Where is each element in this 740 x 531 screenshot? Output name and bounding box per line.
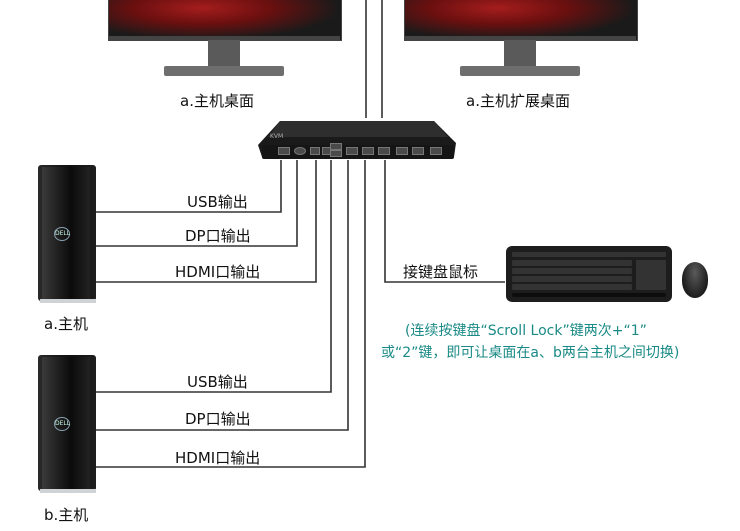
cable-a-usb xyxy=(96,160,282,213)
computer-a-label: a.主机 xyxy=(44,315,88,333)
peripheral-label: 接键盘鼠标 xyxy=(403,263,479,281)
cable-b-hdmi xyxy=(96,160,366,468)
cable-a-hdmi-label: HDMI口输出 xyxy=(175,263,261,281)
monitor-left xyxy=(108,0,342,80)
cable-b-usb xyxy=(96,160,332,393)
cable-a-hdmi xyxy=(96,160,317,283)
dell-logo-icon: DELL xyxy=(54,417,70,431)
dell-logo-icon: DELL xyxy=(54,227,70,241)
computer-b: DELL xyxy=(38,355,96,495)
switch-note-line-1: (连续按键盘“Scroll Lock”键两次+“1” xyxy=(405,323,647,339)
cable-peripheral xyxy=(384,160,505,283)
cable-a-usb-label: USB输出 xyxy=(187,193,248,211)
cable-a-dp-label: DP口输出 xyxy=(185,227,251,245)
monitor-left-label: a.主机桌面 xyxy=(180,92,254,110)
cable-b-dp xyxy=(96,160,349,431)
switch-note-line-2: 或“2”键，即可让桌面在a、b两台主机之间切换) xyxy=(381,345,680,361)
monitor-right-screen xyxy=(404,0,638,41)
monitor-right-label: a.主机扩展桌面 xyxy=(466,92,570,110)
monitor-left-screen xyxy=(108,0,342,41)
computer-a: DELL xyxy=(38,165,96,305)
computer-b-label: b.主机 xyxy=(44,506,89,524)
monitor-right xyxy=(404,0,638,80)
keyboard xyxy=(506,246,672,302)
kvm-switch: KVM xyxy=(258,117,456,163)
cable-a-dp xyxy=(96,160,298,247)
cable-b-usb-label: USB输出 xyxy=(187,373,248,391)
mouse xyxy=(682,262,708,298)
cable-b-dp-label: DP口输出 xyxy=(185,410,251,428)
cable-b-hdmi-label: HDMI口输出 xyxy=(175,449,261,467)
